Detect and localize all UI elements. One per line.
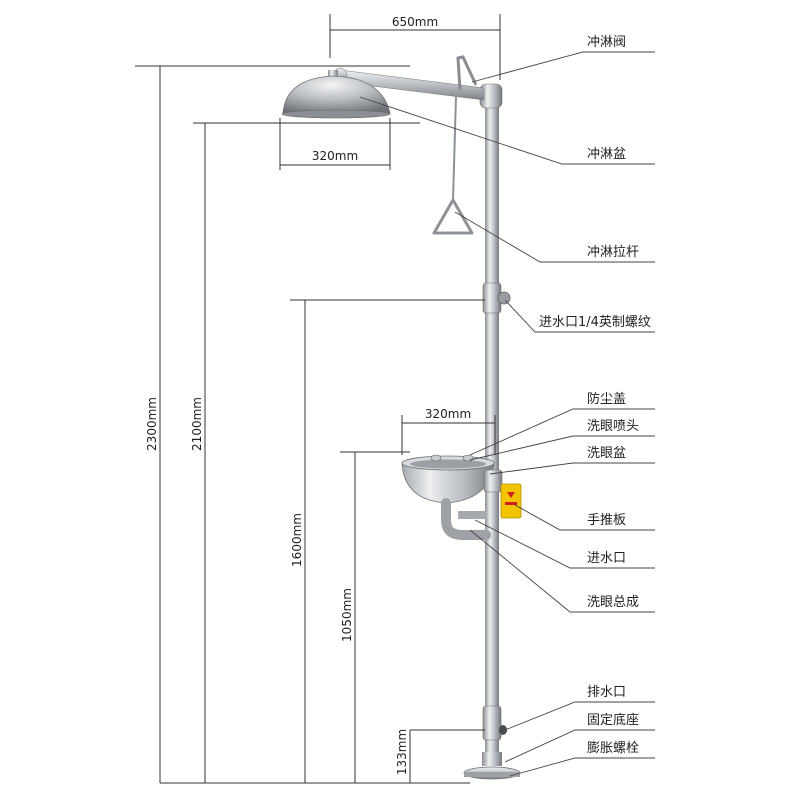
label-water-inlet: 进水口: [587, 551, 626, 566]
eyewash-trap: [441, 498, 491, 540]
valve-lever: [456, 55, 478, 91]
label-dust-cover: 防尘盖: [587, 391, 626, 407]
dimension-lines: [135, 14, 501, 784]
pipe-coupling-lower: [482, 705, 502, 741]
drain-port: [499, 725, 507, 735]
dim-top-width: 650mm: [392, 15, 438, 29]
dim-shower-height: 2100mm: [190, 397, 204, 451]
push-plate: [500, 483, 522, 519]
eyewash-bowl-inner: [410, 459, 486, 469]
label-push-plate: 手推板: [587, 513, 626, 528]
base-plate-edge: [464, 772, 520, 777]
dim-shower-bowl-width: 320mm: [312, 149, 358, 163]
pull-handle: [432, 198, 474, 235]
inlet-side-port: [497, 291, 511, 305]
dim-eye-bowl-height: 1050mm: [340, 588, 354, 642]
push-plate-stripe: [505, 502, 517, 505]
label-drain-outlet: 排水口: [587, 685, 626, 700]
dim-total-height: 2300mm: [145, 397, 159, 451]
dim-eye-bowl-width: 320mm: [425, 407, 471, 421]
shower-assembly: [281, 55, 522, 780]
label-eyewash-bowl: 洗眼盆: [587, 446, 626, 461]
main-pipe: [485, 95, 499, 765]
pull-rod: [452, 95, 457, 201]
label-pull-rod: 冲淋拉杆: [587, 245, 639, 260]
push-plate-mark: [507, 492, 515, 498]
dim-inlet-height: 1600mm: [290, 513, 304, 567]
bowl-bracket: [483, 469, 503, 493]
dim-drain-height: 133mm: [395, 729, 409, 775]
base-stem: [482, 752, 502, 766]
label-eyewash-nozzle: 洗眼喷头: [587, 419, 639, 434]
label-eyewash-assembly: 洗眼总成: [587, 595, 639, 610]
shower-dome: [282, 75, 391, 114]
label-water-inlet-thread: 进水口1/4英制螺纹: [539, 315, 651, 330]
callout-leaders: [359, 51, 655, 777]
label-fixed-base: 固定底座: [587, 712, 639, 728]
label-shower-head: 冲淋盆: [587, 147, 626, 162]
eyewash-nozzle-left: [430, 454, 442, 462]
shower-rim: [281, 109, 391, 119]
label-expansion-bolt: 膨胀螺栓: [587, 741, 639, 756]
label-shower-valve: 冲淋阀: [587, 35, 626, 50]
